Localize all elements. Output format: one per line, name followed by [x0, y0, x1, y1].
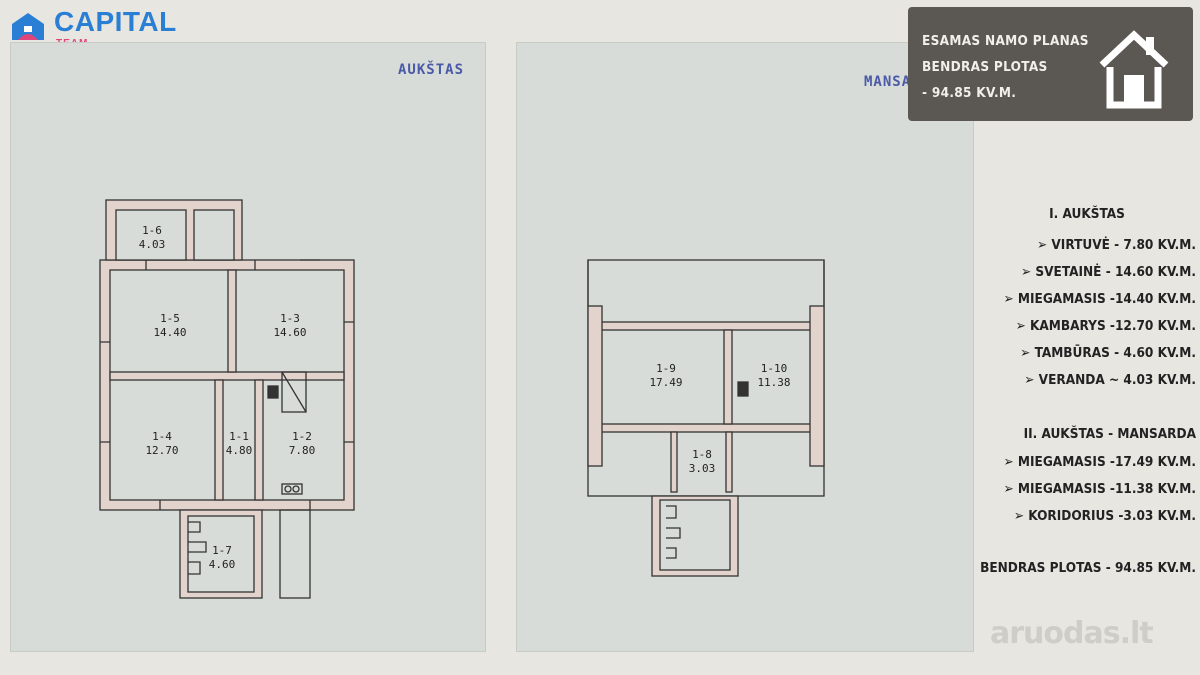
aruodas-watermark: aruodas.lt [990, 606, 1190, 652]
floor2-room: ➢ MIEGAMASIS -11.38 KV.M. [1003, 481, 1196, 497]
floor1-room: ➢ KAMBARYS -12.70 KV.M. [1015, 318, 1196, 334]
room-1-10-area: 11.38 [757, 376, 790, 389]
room-1-3-area: 14.60 [273, 326, 306, 339]
attic-floor-plan: 1-9 17.49 1-10 11.38 1-8 3.03 [587, 259, 825, 577]
summary-line-3: - 94.85 KV.M. [922, 85, 1017, 101]
floor2-title: II. AUKŠTAS - MANSARDA [1023, 426, 1196, 442]
room-1-9-number: 1-9 [656, 362, 676, 375]
floor1-room: ➢ MIEGAMASIS -14.40 KV.M. [1003, 291, 1196, 307]
floor1-room: ➢ VERANDA ~ 4.03 KV.M. [1024, 372, 1196, 388]
room-1-7-number: 1-7 [212, 544, 232, 557]
floor1-room: ➢ VIRTUVĖ - 7.80 KV.M. [1037, 237, 1196, 253]
room-1-3-number: 1-3 [280, 312, 300, 325]
ground-floor-plan-sheet: AUKŠTAS [10, 42, 486, 652]
room-1-10-number: 1-10 [761, 362, 788, 375]
attic-plan-sheet: MANSARDA 1-9 17.49 1-10 11.38 1-8 3.03 [516, 42, 974, 652]
room-1-6-number: 1-6 [142, 224, 162, 237]
floor1-room: ➢ SVETAINĖ - 14.60 KV.M. [1021, 264, 1196, 280]
logo-name: CAPITAL [54, 6, 177, 37]
room-1-6-area: 4.03 [139, 238, 166, 251]
floor2-room: ➢ KORIDORIUS -3.03 KV.M. [1013, 508, 1196, 524]
floor1-title: I. AUKŠTAS [1049, 206, 1125, 222]
house-icon [1099, 30, 1169, 109]
floor2-room: ➢ MIEGAMASIS -17.49 KV.M. [1003, 454, 1196, 470]
summary-line-1: ESAMAS NAMO PLANAS [922, 33, 1089, 49]
summary-line-2: BENDRAS PLOTAS [922, 59, 1048, 75]
summary-box: ESAMAS NAMO PLANAS BENDRAS PLOTAS - 94.8… [908, 7, 1193, 121]
ground-floor-plan: 1-5 14.40 1-3 14.60 1-4 12.70 1-1 4.80 1… [99, 199, 355, 599]
floor1-room: ➢ TAMBŪRAS - 4.60 KV.M. [1020, 345, 1196, 361]
room-1-9-area: 17.49 [649, 376, 682, 389]
watermark-text: aruodas.lt [990, 616, 1154, 651]
floor-stamp: AUKŠTAS [398, 62, 465, 78]
room-1-7-area: 4.60 [209, 558, 236, 571]
room-1-8-number: 1-8 [692, 448, 712, 461]
room-1-5-area: 14.40 [153, 326, 186, 339]
total-area: BENDRAS PLOTAS - 94.85 KV.M. [980, 560, 1196, 576]
room-1-1-number: 1-1 [229, 430, 249, 443]
room-1-2-area: 7.80 [289, 444, 316, 457]
room-1-4-number: 1-4 [152, 430, 172, 443]
house-logo-icon [12, 13, 44, 40]
room-1-5-number: 1-5 [160, 312, 180, 325]
capital-logo: CAPITAL TEAM [8, 6, 178, 49]
room-1-2-number: 1-2 [292, 430, 312, 443]
room-1-4-area: 12.70 [145, 444, 178, 457]
room-1-1-area: 4.80 [226, 444, 253, 457]
room-1-8-area: 3.03 [689, 462, 716, 475]
